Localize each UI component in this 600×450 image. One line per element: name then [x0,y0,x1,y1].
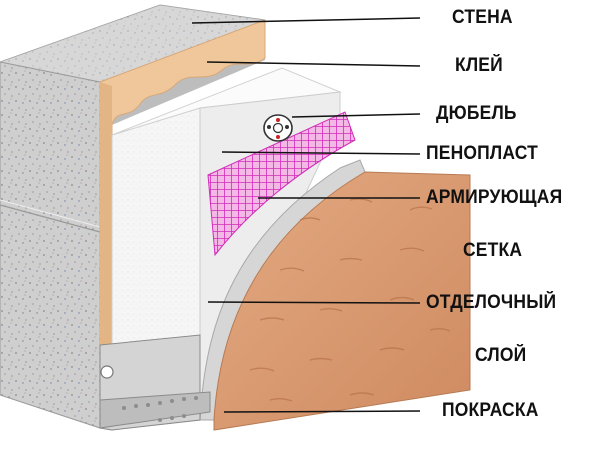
starter-profile [100,335,210,430]
label-finish-line2: СЛОЙ [475,345,526,367]
dowel [264,115,292,141]
label-foam: ПЕНОПЛАСТ [426,143,538,165]
label-glue: КЛЕЙ [455,55,503,77]
label-dowel: ДЮБЕЛЬ [436,103,517,125]
label-mesh-line1: АРМИРУЮЩАЯ [426,187,562,209]
wall-front-face [0,62,100,428]
label-paint: ПОКРАСКА [442,400,539,422]
label-wall: СТЕНА [452,7,513,29]
label-finish-line1: ОТДЕЛОЧНЫЙ [426,292,556,314]
label-mesh-line2: СЕТКА [463,240,522,262]
